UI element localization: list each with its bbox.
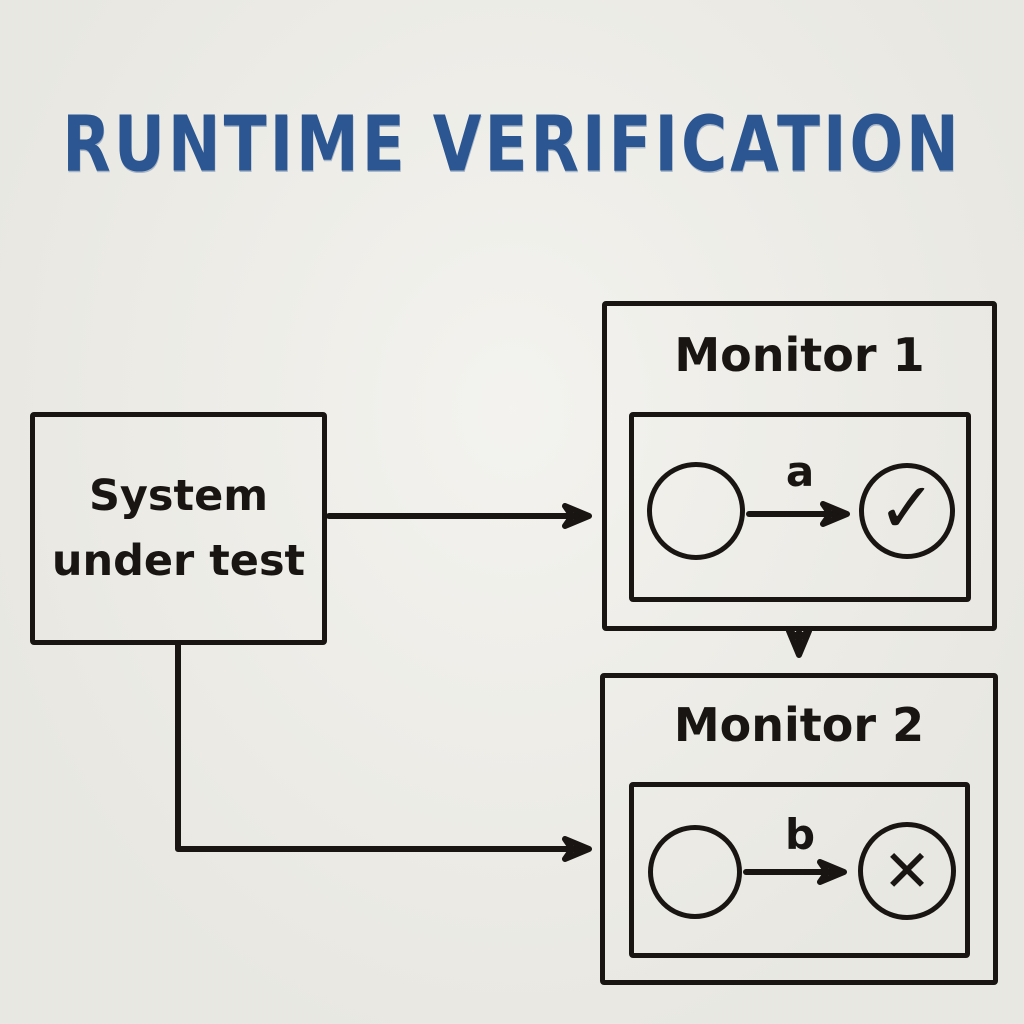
monitor1-accept-state-circle: ✓	[859, 463, 955, 559]
monitor1-start-state-circle	[647, 462, 745, 560]
system-under-test-label: System under test	[51, 471, 306, 586]
monitor2-transition-label: b	[784, 810, 816, 859]
monitor2-start-state-circle	[648, 825, 742, 919]
system-under-test-box: System under test	[30, 412, 327, 645]
monitor2-title: Monitor 2	[673, 698, 925, 752]
monitor1-title: Monitor 1	[674, 328, 925, 382]
x-icon: ✕	[882, 837, 932, 905]
monitor2-automaton-box	[629, 782, 970, 958]
check-icon: ✓	[877, 467, 937, 549]
monitor1-transition-label: a	[785, 447, 815, 496]
monitor2-reject-state-circle: ✕	[858, 822, 956, 920]
monitor1-automaton-box	[629, 412, 971, 602]
monitor2-box	[600, 673, 998, 985]
diagram-title: RUNTIME VERIFICATION	[62, 99, 962, 190]
arrow-system-to-monitor2	[175, 642, 592, 862]
